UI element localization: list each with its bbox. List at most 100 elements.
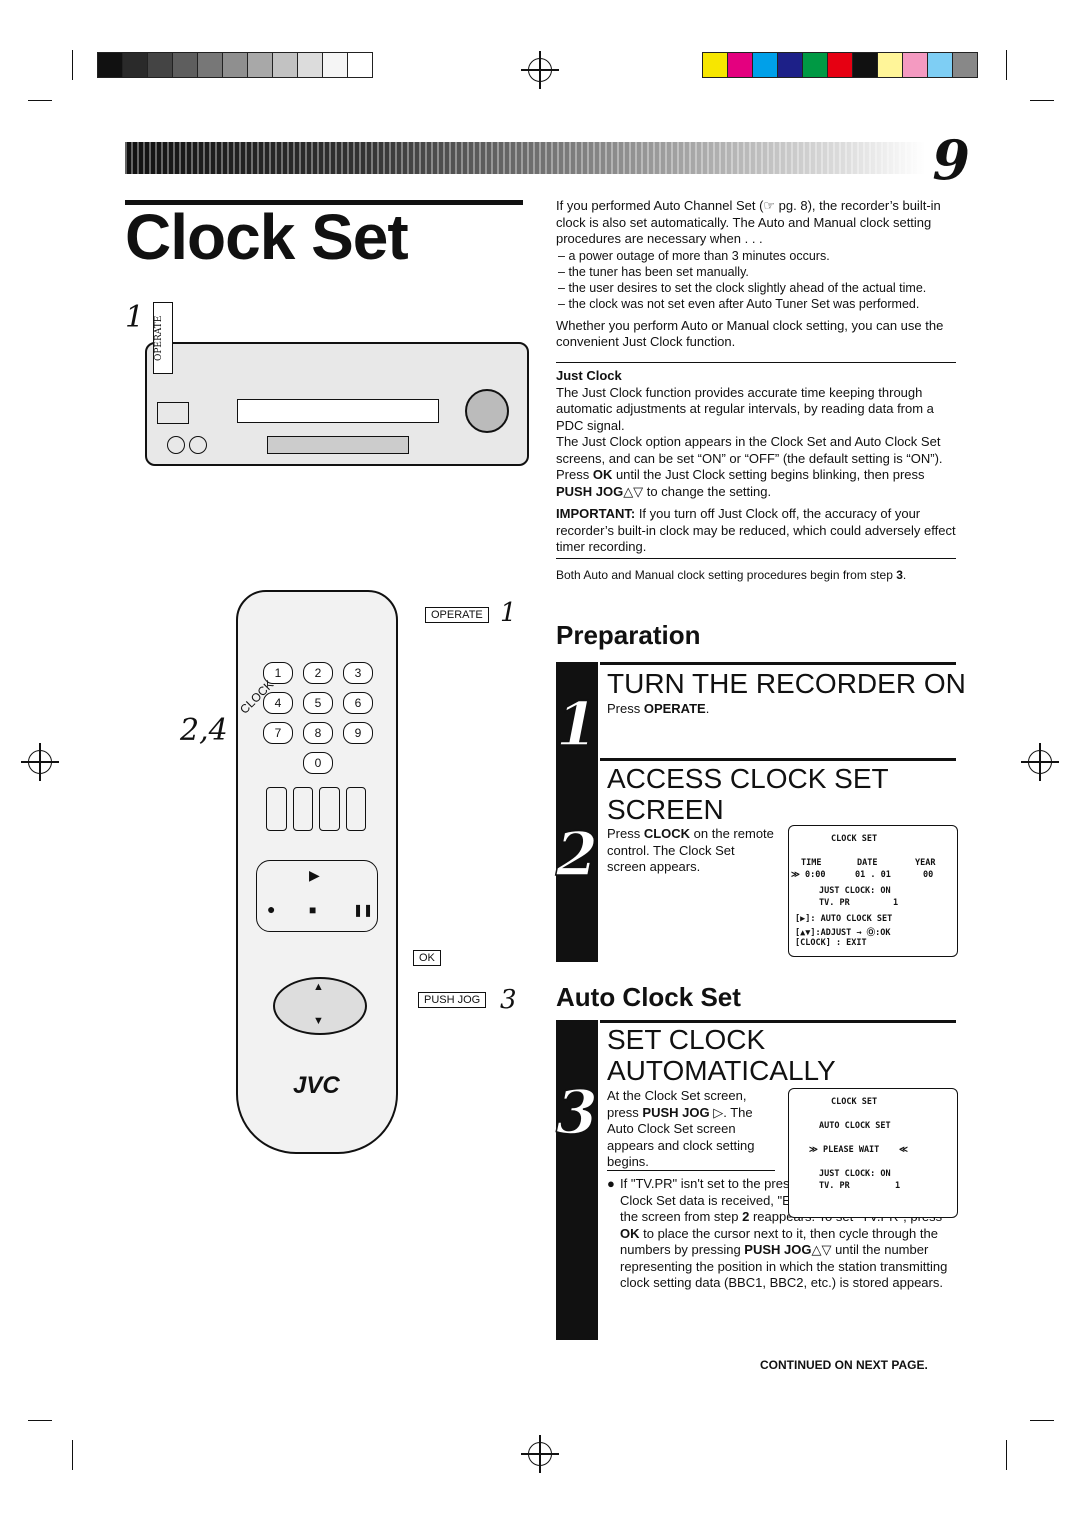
swatch — [752, 52, 778, 78]
step-number: 1 — [555, 689, 598, 761]
swatch — [952, 52, 978, 78]
intro-bullet: – the user desires to set the clock slig… — [558, 280, 927, 295]
cursor-icon: ≪ — [899, 1145, 908, 1155]
osd-label: TV. PR — [819, 898, 850, 908]
crop-mark — [1006, 50, 1007, 80]
swatch — [197, 52, 223, 78]
clock-set-osd: CLOCK SET TIME DATE YEAR ≫ 0:00 01 . 01 … — [788, 825, 958, 957]
intro-section: If you performed Auto Channel Set (☞ pg.… — [556, 198, 956, 351]
step-rule — [600, 1020, 956, 1023]
remote-number-key: 9 — [343, 722, 373, 744]
intro-after: Whether you perform Auto or Manual clock… — [556, 317, 944, 350]
both-note: Both Auto and Manual clock setting proce… — [556, 568, 907, 582]
remote-updown-keys — [266, 787, 366, 831]
step3-note-bullet: ● — [607, 1176, 615, 1191]
display-window — [267, 436, 409, 454]
page-title: Clock Set — [125, 201, 409, 273]
auto-clock-osd: CLOCK SET AUTO CLOCK SET ≫ PLEASE WAIT ≪… — [788, 1088, 958, 1218]
auto-clock-heading: Auto Clock Set — [556, 982, 741, 1012]
osd-value: JUST CLOCK: ON — [819, 1169, 891, 1179]
color-bar — [702, 52, 978, 78]
osd-title: CLOCK SET — [831, 834, 878, 844]
crop-mark — [1030, 1420, 1054, 1421]
swatch — [97, 52, 123, 78]
osd-value: 1 — [893, 898, 899, 908]
brand-logo: JVC — [293, 1072, 340, 1099]
page-number: 9 — [932, 128, 970, 192]
divider — [607, 1170, 775, 1171]
cursor-icon: ≫ — [791, 870, 800, 880]
osd-value: PLEASE WAIT — [823, 1145, 880, 1155]
step3-title: SET CLOCK AUTOMATICALLY — [607, 1024, 836, 1086]
swatch — [222, 52, 248, 78]
input-jack — [167, 436, 185, 454]
swatch — [927, 52, 953, 78]
vcr-body — [145, 342, 529, 466]
preparation-heading: Preparation — [556, 620, 701, 650]
just-clock-section: Just Clock The Just Clock function provi… — [556, 368, 956, 556]
swatch — [322, 52, 348, 78]
remote-number-key: 5 — [303, 692, 333, 714]
step-number: 3 — [555, 1077, 598, 1149]
swatch — [902, 52, 928, 78]
osd-label: TIME — [801, 858, 822, 868]
pause-icon: ❚❚ — [353, 903, 374, 917]
step-rule — [600, 662, 956, 665]
stop-icon: ■ — [309, 903, 317, 917]
remote-number-key: 4 — [263, 692, 293, 714]
step-bar — [556, 1020, 598, 1340]
swatch — [777, 52, 803, 78]
remote-number-key: 0 — [303, 752, 333, 774]
continued-note: CONTINUED ON NEXT PAGE. — [760, 1358, 928, 1372]
swatch — [852, 52, 878, 78]
osd-value: JUST CLOCK: ON — [819, 886, 891, 896]
transport-keys: ▶ ■ ● ❚❚ — [256, 860, 378, 932]
step2-title: ACCESS CLOCK SET SCREEN — [607, 763, 889, 825]
jog-dial — [465, 389, 509, 433]
record-icon: ● — [267, 901, 276, 917]
remote-number-key: 2 — [303, 662, 333, 684]
operate-callout: OPERATE — [425, 607, 489, 623]
step-number: 2 — [555, 819, 598, 891]
crop-mark — [1030, 100, 1054, 101]
osd-label: YEAR — [915, 858, 936, 868]
registration-mark-icon — [1021, 743, 1059, 781]
step1-title: TURN THE RECORDER ON — [607, 668, 966, 699]
swatch — [147, 52, 173, 78]
operate-callout-step: 1 — [500, 598, 517, 628]
crop-mark — [72, 50, 73, 80]
remote-number-key: 3 — [343, 662, 373, 684]
important-note: IMPORTANT: If you turn off Just Clock of… — [556, 506, 956, 554]
crop-mark — [72, 1440, 73, 1470]
vcr-step-number: 1 — [125, 300, 145, 335]
osd-title: CLOCK SET — [831, 1097, 878, 1107]
grayscale-bar — [97, 52, 373, 78]
crop-mark — [28, 1420, 52, 1421]
ok-callout: OK — [413, 950, 441, 966]
osd-value: 00 — [923, 870, 934, 880]
just-clock-p1: The Just Clock function provides accurat… — [556, 384, 934, 433]
just-clock-heading: Just Clock — [556, 368, 622, 383]
title-rule — [125, 200, 523, 205]
osd-label: TV. PR — [819, 1181, 850, 1191]
registration-mark-icon — [521, 51, 559, 89]
crop-mark — [28, 100, 52, 101]
push-jog-dial: ▲ ▼ — [273, 977, 367, 1035]
swatch — [272, 52, 298, 78]
swatch — [297, 52, 323, 78]
divider — [556, 558, 956, 559]
swatch — [247, 52, 273, 78]
osd-label: DATE — [857, 858, 878, 868]
swatch — [877, 52, 903, 78]
vcr-illustration: 1 OPERATE — [125, 300, 529, 490]
remote-number-key: 7 — [263, 722, 293, 744]
cursor-icon: ≫ — [809, 1145, 818, 1155]
just-clock-p2: The Just Clock option appears in the Clo… — [556, 434, 943, 499]
step3-text: At the Clock Set screen, press PUSH JOG … — [607, 1088, 755, 1169]
operate-button — [157, 402, 189, 424]
operate-label: OPERATE — [153, 302, 173, 374]
crop-mark — [1006, 1440, 1007, 1470]
swatch — [702, 52, 728, 78]
